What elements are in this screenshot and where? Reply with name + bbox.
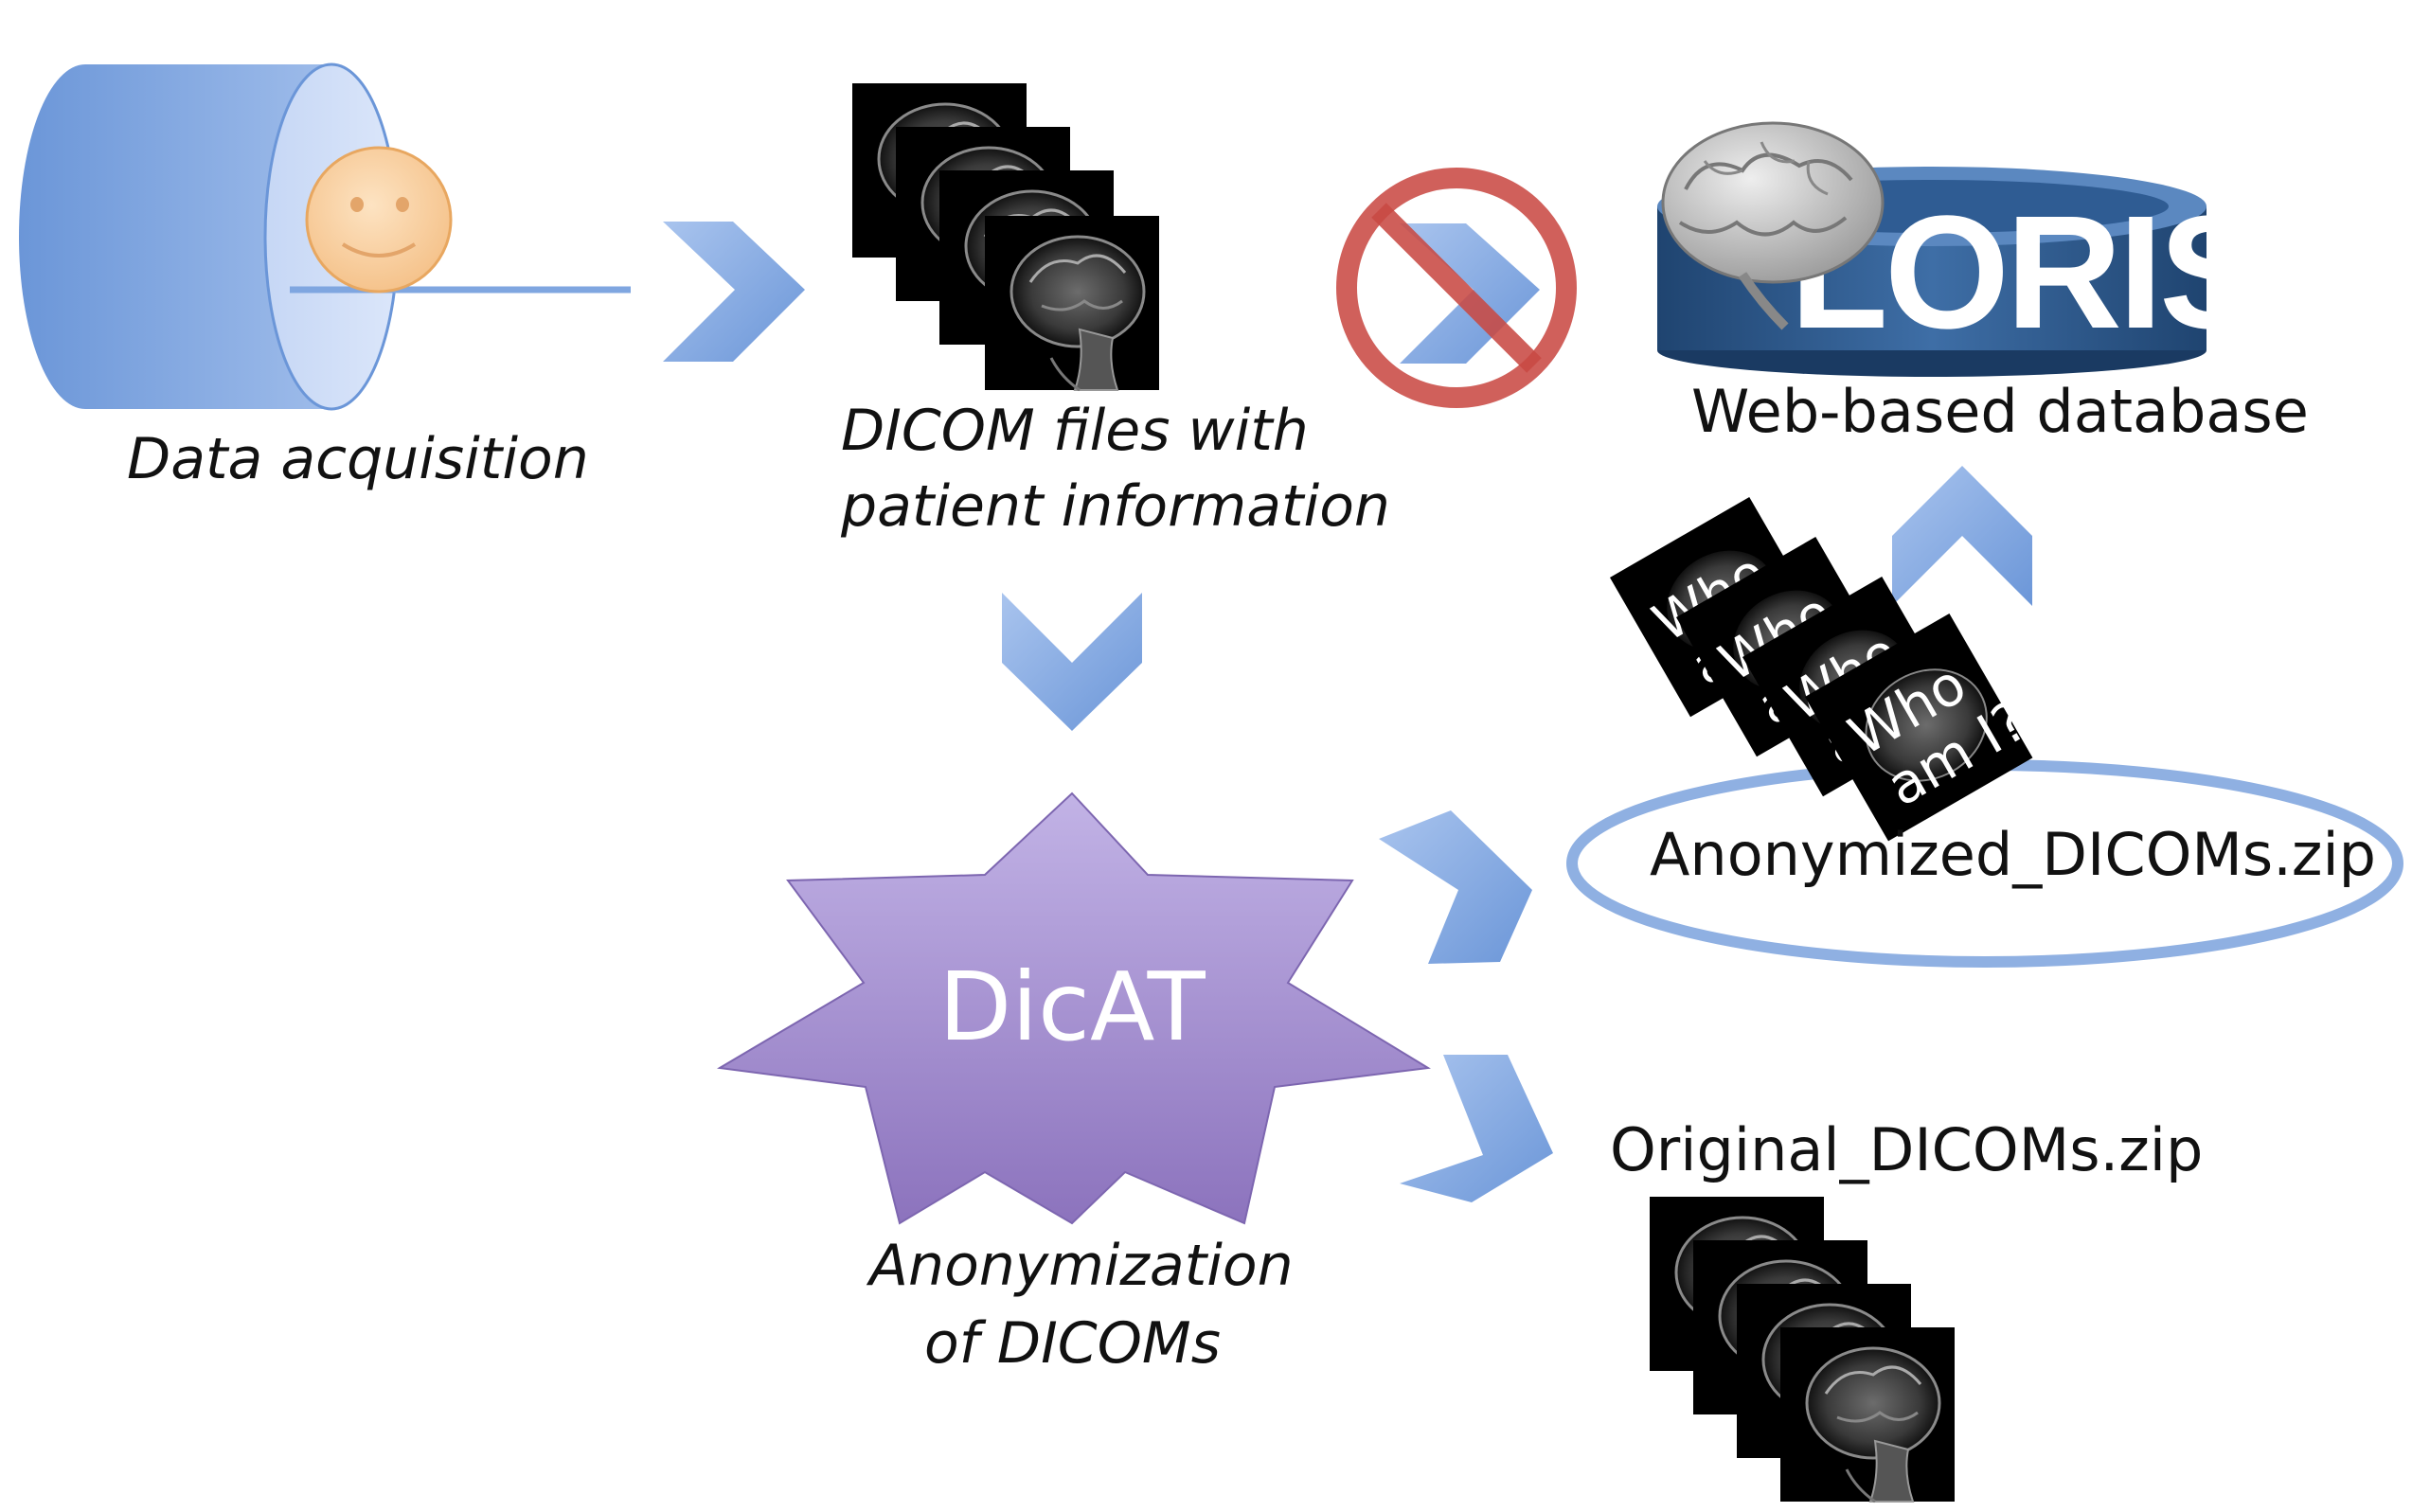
- dicom-stack-backup: [1648, 1195, 1956, 1503]
- arrow-right-icon: [663, 222, 805, 362]
- arrow-up-icon: [1892, 466, 2032, 606]
- label-dicom-files-line2: patient information: [841, 473, 1390, 540]
- arrow-original-icon: [1400, 1055, 1553, 1202]
- label-original-zip: Original_DICOMs.zip: [1610, 1115, 2204, 1184]
- arrow-down-icon: [1002, 593, 1142, 731]
- label-anonymization-line1: Anonymization: [869, 1233, 1294, 1299]
- label-anonymized-zip: Anonymized_DICOMs.zip: [1650, 820, 2377, 889]
- dicom-stack-anonymized: Who am I? Who am I? Who am I? Who am I?: [1610, 497, 2038, 842]
- blocked-transfer-icon: [1336, 168, 1577, 408]
- brain-icon: [1661, 121, 1885, 330]
- arrow-anonymized-icon: [1379, 810, 1532, 964]
- patient-face-icon: [305, 146, 453, 294]
- loris-logo: LORIS: [1657, 121, 2266, 377]
- label-web-database: Web-based database: [1691, 377, 2309, 446]
- label-dicom-files-line1: DICOM files with: [841, 398, 1309, 464]
- dicat-tool: DicAT: [716, 792, 1431, 1225]
- dicom-stack-original: [850, 81, 1161, 392]
- label-anonymization-line2: of DICOMs: [924, 1310, 1221, 1377]
- mri-scanner: [19, 62, 631, 411]
- dicat-title: DicAT: [938, 952, 1206, 1062]
- label-data-acquisition: Data acquisition: [127, 426, 589, 492]
